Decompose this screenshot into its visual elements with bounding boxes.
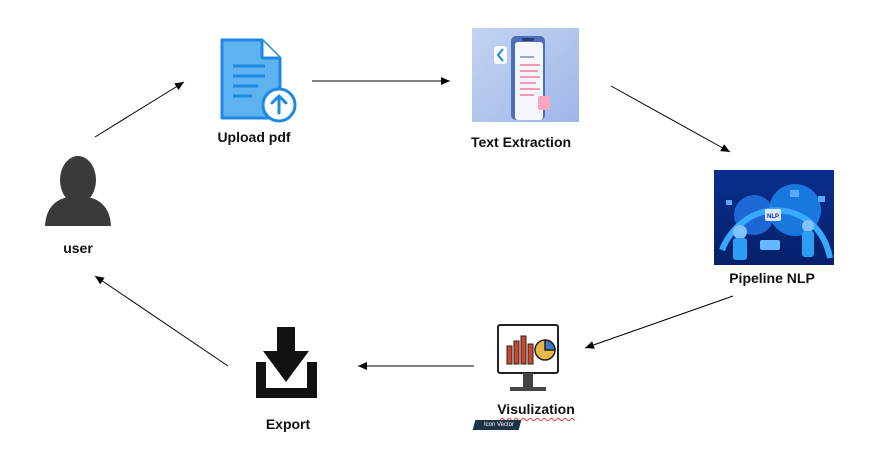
arrow-export-to-user <box>94 275 229 367</box>
phone-text-extraction-icon <box>472 28 579 122</box>
nlp-badge-text: NLP <box>767 214 779 220</box>
monitor-chart-icon <box>497 324 559 391</box>
nlp-pipeline-illustration: NLP <box>714 170 834 265</box>
user-silhouette-icon <box>45 156 111 226</box>
watermark-text: Icon Vector <box>484 422 515 428</box>
node-label-pipeline-nlp: Pipeline NLP <box>729 270 815 286</box>
arrow-pipeline-to-visualization <box>584 295 734 349</box>
arrow-user-to-upload <box>94 81 185 138</box>
node-label-user: user <box>63 240 93 256</box>
node-label-visualization: Visulization <box>497 401 575 417</box>
node-label-export: Export <box>265 416 311 432</box>
node-label-upload-pdf: Upload pdf <box>217 129 291 145</box>
download-icon <box>256 327 317 398</box>
arrows <box>94 77 734 370</box>
icon-vector-watermark: Icon Vector <box>472 420 522 430</box>
node-label-text-extraction: Text Extraction <box>470 134 572 150</box>
arrow-extraction-to-pipeline <box>610 85 731 153</box>
upload-document-icon <box>220 38 297 123</box>
